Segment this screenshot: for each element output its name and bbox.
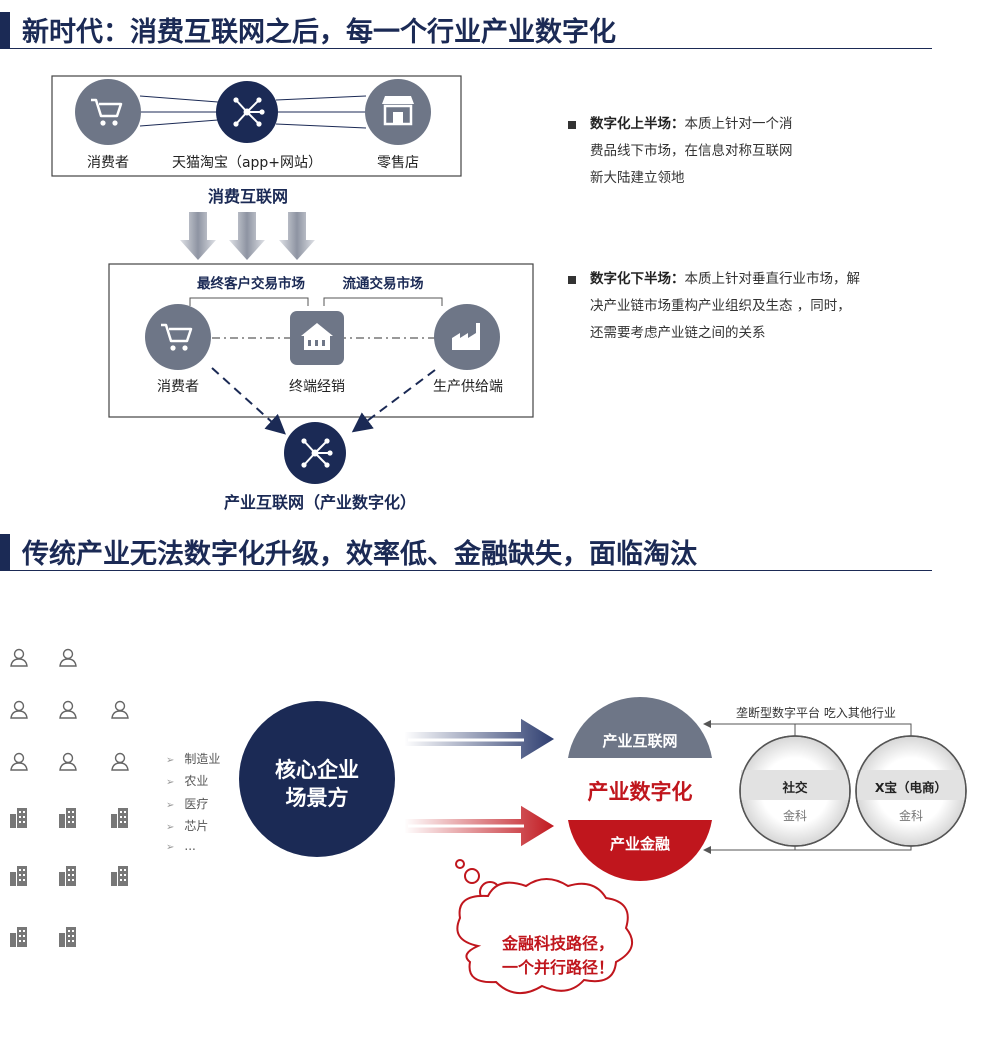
person-icon bbox=[111, 752, 129, 771]
section1-diagram bbox=[51, 75, 534, 484]
person-icon bbox=[111, 700, 129, 719]
down-arrows bbox=[180, 212, 315, 260]
dashed-arrow-right bbox=[351, 369, 436, 433]
building-icon bbox=[111, 866, 128, 886]
building-icon bbox=[111, 808, 128, 828]
industry-item: ➢ 制造业 bbox=[166, 750, 220, 767]
platform-sub: 金科 bbox=[898, 809, 923, 823]
person-icon bbox=[10, 700, 28, 719]
industry-label: 农业 bbox=[184, 774, 209, 788]
platform-label: 天猫淘宝（app+网站） bbox=[171, 155, 323, 171]
section1-title: 新时代：消费互联网之后，每一个行业产业数字化 bbox=[22, 17, 616, 48]
retail-label: 零售店 bbox=[377, 155, 419, 171]
industry-item: ➢ 农业 bbox=[166, 772, 208, 789]
industry-chain-box bbox=[108, 263, 534, 418]
industrial-finance-cap bbox=[568, 820, 712, 881]
chevron-right-icon: ➢ bbox=[166, 777, 175, 788]
industry-label: 芯片 bbox=[184, 819, 209, 833]
dashed-arrow-left bbox=[211, 367, 286, 435]
cart-icon bbox=[145, 304, 211, 370]
building-icon bbox=[59, 927, 76, 947]
platform-name: X宝（电商） bbox=[874, 780, 948, 795]
industry-label: 制造业 bbox=[184, 752, 221, 766]
industrial-internet-cap bbox=[568, 697, 712, 758]
industry-label: 医疗 bbox=[184, 797, 209, 811]
building-icon bbox=[59, 808, 76, 828]
hub-icon bbox=[284, 422, 346, 484]
bullet-line: 本质上针对垂直行业市场，解 bbox=[684, 271, 861, 287]
store-icon bbox=[365, 79, 431, 145]
core-enterprise-line: 场景方 bbox=[285, 786, 349, 810]
building-icon bbox=[59, 866, 76, 886]
person-icon bbox=[59, 648, 77, 667]
bullet-line: 本质上针对一个消 bbox=[684, 116, 793, 132]
section2-diagram bbox=[10, 648, 967, 994]
cloud-text-line: 一个并行路径！ bbox=[501, 958, 614, 977]
monopoly-arrow-top bbox=[703, 720, 912, 736]
core-enterprise-label: 核心企业 场景方 bbox=[239, 756, 395, 812]
bullet-line: 费品线下市场，在信息对称互联网 bbox=[590, 143, 793, 159]
cloud-text-line: 金融科技路径， bbox=[501, 934, 614, 953]
hub-icon bbox=[216, 81, 278, 143]
factory-icon bbox=[434, 304, 500, 370]
person-icon bbox=[10, 752, 28, 771]
chevron-right-icon: ➢ bbox=[166, 822, 175, 833]
end-customer-market-label: 最终客户交易市场 bbox=[197, 276, 305, 292]
bullet-line: 新大陆建立领地 bbox=[590, 170, 685, 186]
industrial-internet-cap-label: 产业互联网 bbox=[602, 732, 678, 750]
bullet-bold: 数字化上半场： bbox=[590, 116, 685, 132]
top-consumer-label: 消费者 bbox=[87, 155, 129, 171]
bullet-line: 决产业链市场重构产业组织及生态 ，同时， bbox=[590, 298, 851, 314]
person-icon bbox=[59, 752, 77, 771]
building-icon bbox=[10, 808, 27, 828]
chevron-right-icon: ➢ bbox=[166, 755, 175, 766]
bracket-circulation bbox=[323, 297, 443, 306]
house-icon bbox=[290, 311, 344, 365]
network-lines bbox=[139, 95, 367, 129]
bullet-square-icon bbox=[568, 121, 576, 129]
consumer-internet-box bbox=[51, 75, 462, 177]
person-icon bbox=[10, 648, 28, 667]
circulation-market-label: 流通交易市场 bbox=[342, 276, 424, 292]
title-marker bbox=[0, 12, 10, 48]
person-icon bbox=[59, 700, 77, 719]
mid-consumer-label: 消费者 bbox=[157, 379, 199, 395]
industry-item: ➢ 医疗 bbox=[166, 795, 208, 812]
bullet-bold: 数字化下半场： bbox=[590, 271, 685, 287]
platform-sub: 金科 bbox=[782, 809, 807, 823]
thought-cloud bbox=[455, 859, 634, 994]
monopoly-arrow-bottom bbox=[703, 846, 912, 854]
chevron-right-icon: ➢ bbox=[166, 842, 175, 853]
core-enterprise-circle bbox=[239, 701, 395, 857]
platform-name: 社交 bbox=[782, 780, 808, 795]
bullet-line: 还需要考虑产业链之间的关系 bbox=[590, 325, 766, 341]
bracket-end-customer bbox=[189, 297, 309, 306]
industrial-internet-label: 产业互联网（产业数字化） bbox=[223, 493, 416, 512]
chevron-right-icon: ➢ bbox=[166, 800, 175, 811]
bullet-square-icon bbox=[568, 276, 576, 284]
industrial-digitization-label: 产业数字化 bbox=[587, 780, 693, 804]
title-marker bbox=[0, 534, 10, 570]
cloud-text: 金融科技路径， 一个并行路径！ bbox=[478, 932, 638, 980]
bullet-first-half: 数字化上半场：本质上针对一个消 费品线下市场，在信息对称互联网 新大陆建立领地 bbox=[568, 111, 898, 192]
bullet-second-half: 数字化下半场：本质上针对垂直行业市场，解 决产业链市场重构产业组织及生态 ，同时… bbox=[568, 266, 928, 347]
section2-title-bar: 传统产业无法数字化升级，效率低、金融缺失，面临淘汰 bbox=[0, 528, 932, 571]
industrial-finance-cap-label: 产业金融 bbox=[609, 835, 670, 853]
industry-item: ➢... bbox=[166, 839, 196, 853]
cart-icon bbox=[75, 79, 141, 145]
building-icon bbox=[10, 927, 27, 947]
distribution-label: 终端经销 bbox=[289, 379, 345, 395]
supply-label: 生产供给端 bbox=[433, 379, 503, 395]
industry-item: ➢ 芯片 bbox=[166, 817, 208, 834]
monopoly-label: 垄断型数字平台 吃入其他行业 bbox=[736, 706, 896, 720]
section1-title-bar: 新时代：消费互联网之后，每一个行业产业数字化 bbox=[0, 6, 932, 49]
consumer-internet-label: 消费互联网 bbox=[207, 187, 288, 206]
section2-title: 传统产业无法数字化升级，效率低、金融缺失，面临淘汰 bbox=[22, 539, 697, 570]
industry-label: ... bbox=[184, 839, 196, 853]
building-icon bbox=[10, 866, 27, 886]
core-enterprise-line: 核心企业 bbox=[275, 758, 359, 782]
